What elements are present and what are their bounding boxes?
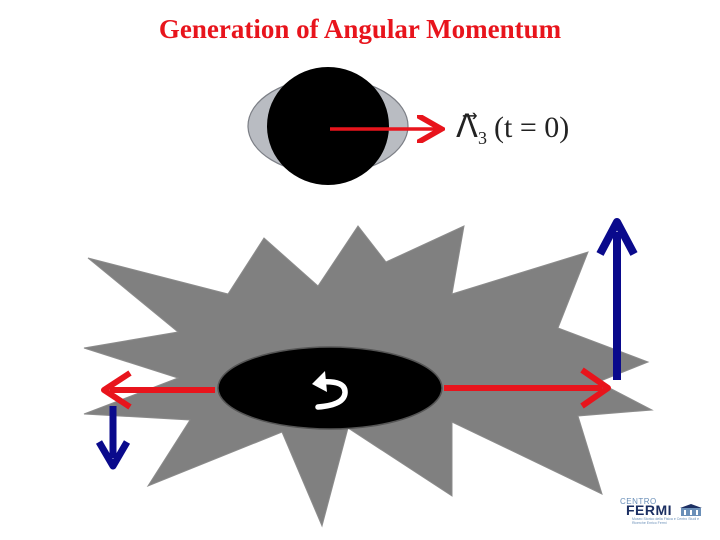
logo-line2: FERMI <box>626 502 673 518</box>
blue-arrow-up <box>596 218 638 380</box>
lambda-symbol: Λ⃗ <box>456 108 478 144</box>
building-icon <box>680 504 702 516</box>
lambda-argument: (t = 0) <box>494 111 569 144</box>
blue-arrow-down <box>95 406 131 470</box>
red-arrow-left <box>101 370 215 410</box>
slide-title: Generation of Angular Momentum <box>158 14 562 44</box>
rotation-arrow-icon <box>312 371 348 410</box>
nucleus-core <box>267 67 389 185</box>
red-arrow-right <box>444 367 611 409</box>
central-fragment <box>217 346 443 430</box>
logo-line3: Museo Storico della Fisica e Centro Stud… <box>632 517 700 525</box>
lambda-label: Λ⃗ 3 (t = 0) <box>456 108 569 148</box>
initial-nucleus-figure <box>247 67 438 185</box>
lambda-subscript: 3 <box>478 128 487 148</box>
logo-line1: CENTRO <box>620 497 657 506</box>
centro-fermi-logo: CENTRO FERMI Museo Storico della Fisica … <box>618 497 708 527</box>
